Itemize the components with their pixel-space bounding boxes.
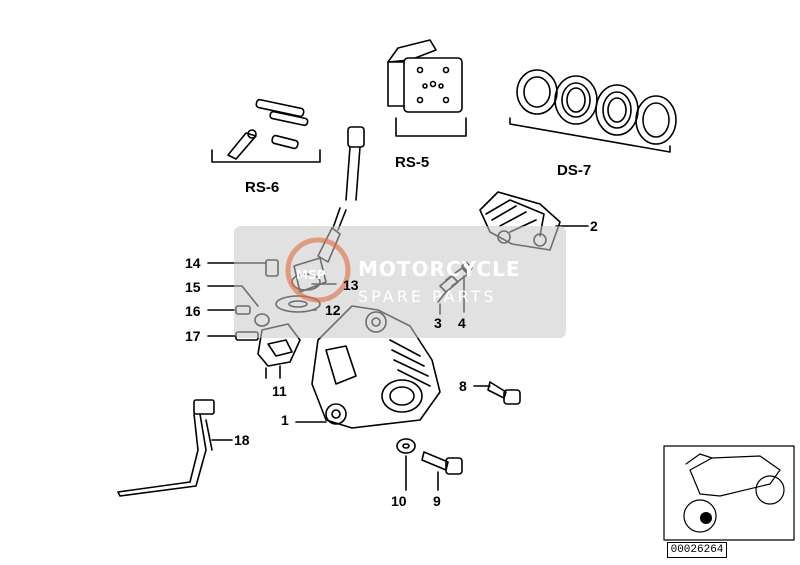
label-18: 18 [234, 432, 250, 448]
label-13: 13 [343, 277, 359, 293]
parts-9-10 [396, 438, 463, 491]
thumbnail-highlight-marker [700, 512, 712, 524]
label-12: 12 [325, 302, 341, 318]
label-1: 1 [281, 412, 289, 428]
rs5-brake-pads [387, 39, 467, 137]
rs6-kit-parts [211, 98, 321, 163]
watermark-logo: MSP [296, 268, 326, 282]
motorcycle-thumbnail [663, 445, 795, 541]
part-18-cable-tie [117, 399, 233, 497]
label-4: 4 [458, 315, 466, 331]
watermark-title: MOTORCYCLE [358, 257, 521, 281]
label-16: 16 [185, 303, 201, 319]
label-3: 3 [434, 315, 442, 331]
label-2: 2 [590, 218, 598, 234]
group-label-rs5: RS-5 [395, 154, 430, 171]
label-17: 17 [185, 328, 201, 344]
part-8-bolt [473, 381, 521, 405]
label-10: 10 [391, 493, 407, 509]
label-9: 9 [433, 493, 441, 509]
group-label-ds7: DS-7 [557, 162, 592, 179]
label-15: 15 [185, 279, 201, 295]
image-number: 00026264 [667, 542, 727, 558]
ds7-seal-set [509, 69, 677, 153]
watermark-subtitle: SPARE PARTS [358, 287, 497, 306]
label-8: 8 [459, 378, 467, 394]
watermark [234, 226, 566, 338]
group-label-rs6: RS-6 [245, 179, 280, 196]
label-11: 11 [272, 383, 287, 399]
label-14: 14 [185, 255, 201, 271]
